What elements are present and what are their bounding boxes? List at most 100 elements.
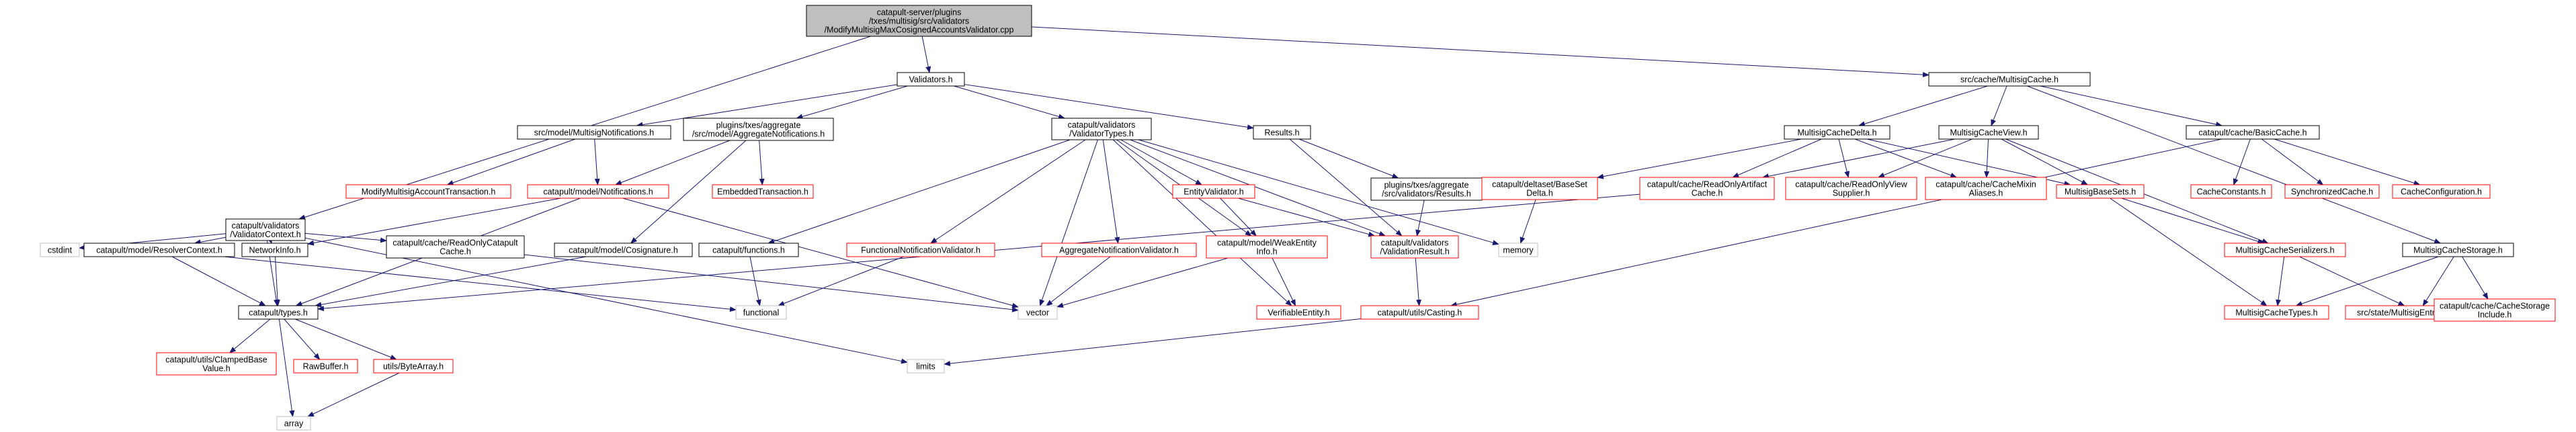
node-multisig-base-sets-h[interactable]: MultisigBaseSets.h: [2056, 184, 2145, 199]
node-cosignature-h[interactable]: catapult/model/Cosignature.h: [554, 243, 693, 257]
node-validator-types-h[interactable]: catapult/validators/ValidatorTypes.h: [1051, 118, 1152, 140]
node-types-h[interactable]: catapult/types.h: [238, 305, 319, 320]
edge-root-to-validators_h: [921, 36, 931, 73]
edge-validator_types_h-to-entity_validator_h: [1120, 139, 1202, 185]
node-synchronized-cache-h[interactable]: SynchronizedCache.h: [2284, 184, 2380, 199]
edge-multisig_cache_delta_h-to-base_set_delta_h: [1597, 138, 1802, 179]
node-multisig-cache-delta-h[interactable]: MultisigCacheDelta.h: [1784, 125, 1891, 140]
node-byte-array-h[interactable]: utils/ByteArray.h: [373, 359, 454, 374]
node-label-line: /ValidatorContext.h: [230, 230, 300, 239]
node-basic-cache-h[interactable]: catapult/cache/BasicCache.h: [2186, 125, 2320, 140]
edge-functional_notification_validator_h-to-functional: [778, 256, 904, 306]
node-multisig-cache-view-h[interactable]: MultisigCacheView.h: [1938, 125, 2039, 140]
node-resolver-context-h[interactable]: catapult/model/ResolverContext.h: [83, 243, 235, 257]
edge-weak_entity_info_h-to-vector: [1056, 257, 1229, 308]
node-results-h[interactable]: Results.h: [1253, 125, 1311, 140]
edge-aggregate_notifications_h-to-embedded_transaction_h: [759, 140, 765, 185]
edge-multisig_cache_view_h-to-read_only_artifact_cache_h: [1761, 138, 1955, 179]
node-box: [2392, 184, 2491, 199]
edge-model_notifications_h-to-vector: [622, 198, 1019, 308]
edge-results_h-to-validation_result_h: [1289, 138, 1403, 236]
node-box: [293, 359, 358, 374]
node-box: [1206, 235, 1328, 259]
node-modify-multisig-account-tx[interactable]: ModifyMultisigAccountTransaction.h: [345, 184, 511, 199]
node-box: [735, 305, 787, 320]
node-label-line: SynchronizedCache.h: [2291, 187, 2373, 197]
nodes-layer: catapult-server/plugins/txes/multisig/sr…: [40, 5, 2556, 431]
node-label-line: Cache.h: [440, 247, 471, 257]
node-box: [40, 243, 80, 257]
node-validator-context-h[interactable]: catapult/validators/ValidatorContext.h: [225, 218, 306, 241]
node-label-line: EmbeddedTransaction.h: [717, 187, 808, 197]
node-box: [712, 184, 814, 199]
node-multisig-cache-serializers-h[interactable]: MultisigCacheSerializers.h: [2224, 243, 2346, 257]
node-embedded-transaction-h[interactable]: EmbeddedTransaction.h: [712, 184, 814, 199]
edge-multisig_cache_view_h-to-cache_mixin_aliases_h: [1984, 138, 1990, 178]
node-functional-notification-validator-h[interactable]: FunctionalNotificationValidator.h: [846, 243, 995, 257]
edge-model_notifications_h-to-network_info_h: [307, 198, 561, 246]
node-validation-result-h[interactable]: catapult/validators/ValidationResult.h: [1370, 235, 1459, 259]
node-label-line: MultisigBaseSets.h: [2065, 187, 2136, 197]
node-label-line: MultisigCacheStorage.h: [2413, 246, 2503, 255]
node-label-line: Delta.h: [1526, 189, 1553, 198]
edge-basic_cache_h-to-cache_constants_h: [2233, 138, 2251, 185]
node-multisig-notifications-h[interactable]: src/model/MultisigNotifications.h: [517, 125, 671, 140]
node-label-line: /src/validators/Results.h: [1382, 189, 1471, 199]
edge-validator_types_h-to-functional_notification_validator_h: [930, 139, 1086, 244]
node-root[interactable]: catapult-server/plugins/txes/multisig/sr…: [806, 5, 1032, 37]
node-label-line: /ValidatorTypes.h: [1069, 129, 1134, 138]
edge-multisig_cache_delta_h-to-read_only_view_supplier_h: [1838, 138, 1850, 178]
edge-resolver_context_h-to-types_h: [171, 256, 266, 306]
node-multisig-cache-storage-h[interactable]: MultisigCacheStorage.h: [2402, 243, 2514, 257]
node-label-line: catapult/model/ResolverContext.h: [96, 246, 222, 255]
node-label-line: catapult/model/Cosignature.h: [569, 246, 678, 255]
node-box: [83, 243, 235, 257]
edge-validator_context_h-to-limits: [304, 237, 908, 364]
node-label-line: catapult/cache/CacheStorage: [2440, 302, 2550, 311]
node-casting-h[interactable]: catapult/utils/Casting.h: [1360, 305, 1479, 320]
node-aggregate-notifications-h[interactable]: plugins/txes/aggregate/src/model/Aggrega…: [683, 118, 834, 141]
edge-multisig_cache_delta_h-to-read_only_artifact_cache_h: [1732, 138, 1822, 178]
node-aggregate-results-h[interactable]: plugins/txes/aggregate/src/validators/Re…: [1370, 177, 1483, 201]
node-label-line: NetworkInfo.h: [249, 246, 300, 255]
node-box: [2056, 184, 2145, 199]
node-label-line: Value.h: [202, 364, 231, 374]
node-box: [1256, 305, 1341, 320]
node-functions-h[interactable]: catapult/functions.h: [698, 243, 799, 257]
node-label-line: src/cache/MultisigCache.h: [1960, 75, 2059, 85]
edge-multisig_cache_h-to-multisig_cache_view_h: [1991, 85, 2007, 126]
node-aggregate-notification-validator-h[interactable]: AggregateNotificationValidator.h: [1041, 243, 1197, 257]
node-box: [1498, 243, 1538, 257]
edge-aggregate_notifications_h-to-model_notifications_h: [614, 140, 731, 185]
node-box: [156, 352, 277, 376]
edge-multisig_notifications_h-to-model_notifications_h: [594, 138, 600, 185]
node-verifiable-entity-h[interactable]: VerifiableEntity.h: [1256, 305, 1341, 320]
node-cache-constants-h[interactable]: CacheConstants.h: [2190, 184, 2272, 199]
node-network-info-h[interactable]: NetworkInfo.h: [241, 243, 308, 257]
edge-multisig_cache_serializers_h-to-multisig_cache_types_h: [2276, 256, 2285, 306]
node-box: [2190, 184, 2272, 199]
node-box: [897, 72, 965, 87]
node-label-line: VerifiableEntity.h: [1268, 308, 1329, 318]
edge-multisig_cache_delta_h-to-cache_mixin_aliases_h: [1854, 138, 1958, 178]
node-raw-buffer-h[interactable]: RawBuffer.h: [293, 359, 358, 374]
node-multisig-cache-h[interactable]: src/cache/MultisigCache.h: [1928, 72, 2091, 87]
node-label-line: catapult/types.h: [249, 308, 308, 318]
node-validators-h[interactable]: Validators.h: [897, 72, 965, 87]
edge-validator_types_h-to-memory: [1138, 139, 1499, 245]
node-model-notifications-h[interactable]: catapult/model/Notifications.h: [527, 184, 669, 199]
node-entity-validator-h[interactable]: EntityValidator.h: [1172, 184, 1255, 199]
node-multisig-cache-types-h[interactable]: MultisigCacheTypes.h: [2224, 305, 2329, 320]
edge-multisig_cache_serializers_h-to-multisig_entry_serializer_h: [2299, 256, 2405, 306]
edge-types_h-to-clamped_base_value_h: [229, 318, 271, 353]
node-cache-configuration-h[interactable]: CacheConfiguration.h: [2392, 184, 2491, 199]
